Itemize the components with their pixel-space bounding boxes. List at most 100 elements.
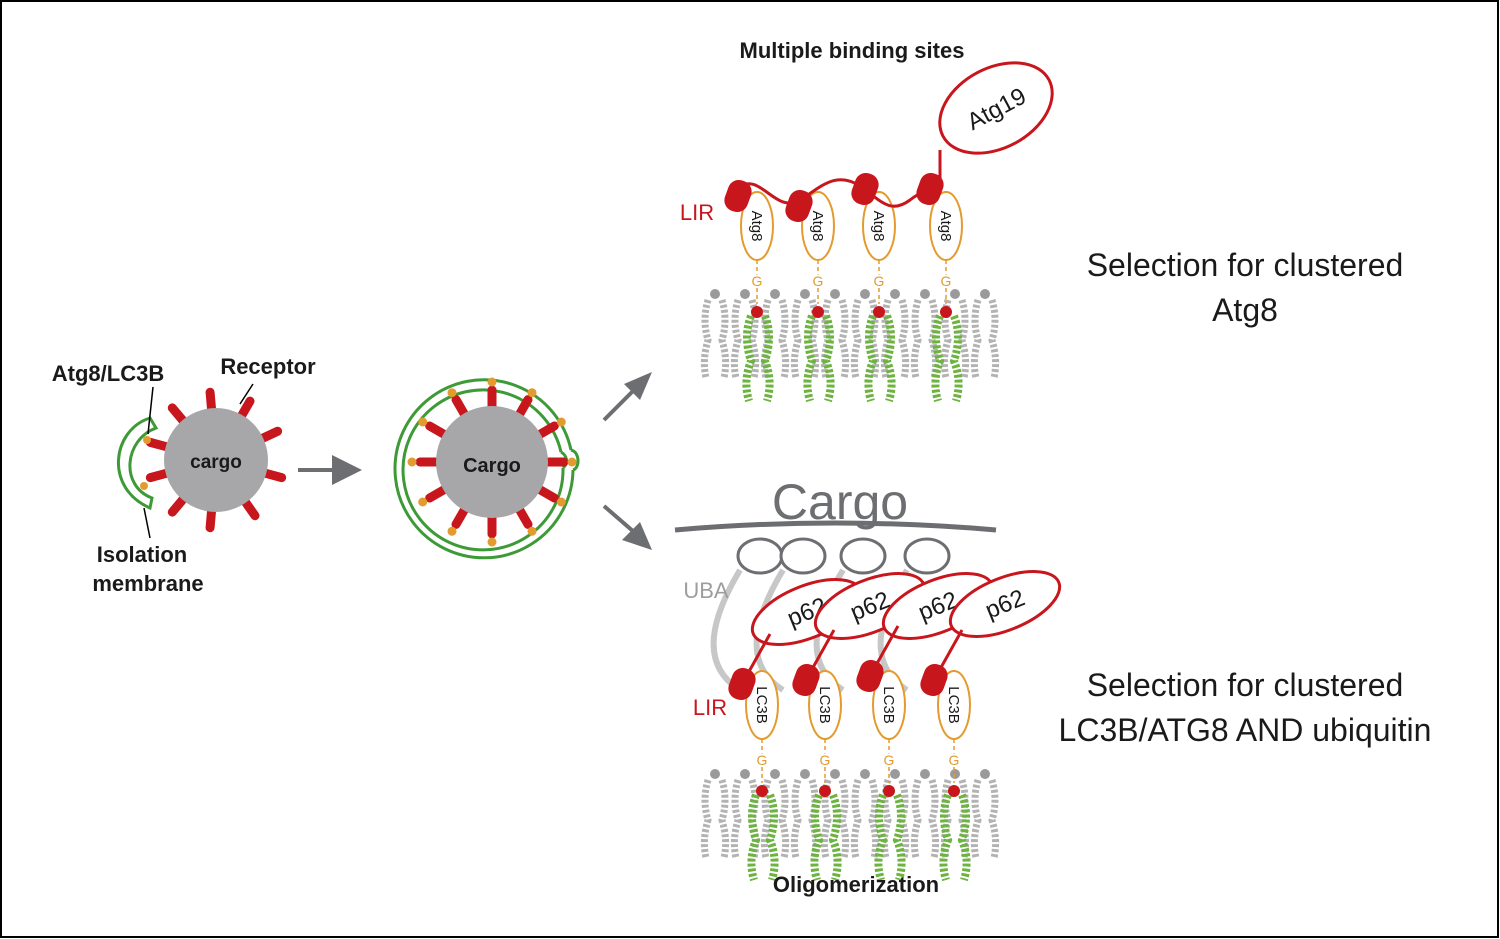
lipid-head bbox=[980, 289, 990, 299]
lipid-head bbox=[890, 769, 900, 779]
lipid-head bbox=[800, 769, 810, 779]
left-receptors bbox=[145, 387, 287, 533]
lipid-head bbox=[710, 289, 720, 299]
left-cargo-label: cargo bbox=[190, 452, 242, 473]
lir-motif bbox=[920, 663, 948, 697]
anchor-lipid bbox=[747, 793, 779, 882]
lir-motif bbox=[724, 179, 752, 213]
atg8-lc3b-label: Atg8/LC3B bbox=[52, 361, 164, 386]
lir-motif bbox=[916, 172, 944, 206]
atg8-oval bbox=[745, 670, 779, 740]
top-panel-title: Multiple binding sites bbox=[740, 38, 965, 63]
receptor-spike bbox=[534, 484, 559, 503]
lipid-tail bbox=[958, 298, 970, 379]
receptor-spike bbox=[256, 426, 283, 444]
lipid-tail bbox=[838, 298, 850, 379]
lipid-tail bbox=[868, 778, 880, 859]
lipid-tail bbox=[850, 778, 862, 859]
atg8-label: Atg8 bbox=[937, 211, 954, 242]
lir-motif bbox=[851, 172, 879, 206]
lipid-tail bbox=[730, 298, 742, 379]
bottom-caption-line1: Selection for clustered bbox=[1087, 667, 1404, 703]
lipid-head bbox=[950, 769, 960, 779]
bottom-caption-line2: LC3B/ATG8 AND ubiquitin bbox=[1059, 712, 1432, 748]
lir-motif bbox=[728, 667, 756, 701]
atg8-label: Atg8 bbox=[809, 211, 826, 242]
anchor-lipid bbox=[864, 314, 896, 403]
g-label: G bbox=[884, 752, 895, 768]
anchor-head bbox=[948, 785, 960, 797]
g-label: G bbox=[874, 273, 885, 289]
uba-label: UBA bbox=[683, 578, 729, 603]
lipid-head bbox=[830, 769, 840, 779]
atg8-dot bbox=[567, 457, 577, 467]
atg8-oval bbox=[929, 191, 963, 261]
anchor-head bbox=[756, 785, 768, 797]
middle-receptors bbox=[407, 377, 577, 547]
lipid-tail bbox=[910, 778, 922, 859]
receptor-spike bbox=[167, 493, 189, 517]
lipid-tail bbox=[778, 298, 790, 379]
left-atg8-dot bbox=[140, 482, 148, 490]
membrane-label: membrane bbox=[92, 571, 203, 596]
lipid-head bbox=[710, 769, 720, 779]
receptor-spike bbox=[451, 504, 470, 529]
lipid-tail bbox=[970, 298, 982, 379]
lipid-tail bbox=[790, 778, 802, 859]
g-label: G bbox=[813, 273, 824, 289]
lipid-tail bbox=[760, 298, 772, 379]
atg19-oval bbox=[938, 61, 1054, 155]
middle-cargo-label: Cargo bbox=[463, 455, 521, 477]
lipid-tail bbox=[988, 298, 1000, 379]
middle-cargo-sphere bbox=[436, 406, 548, 518]
atg8-dot bbox=[487, 537, 497, 547]
arrow-right bbox=[298, 455, 362, 485]
left-isolation-membrane bbox=[116, 416, 159, 511]
receptor-spike bbox=[534, 421, 559, 440]
anchor-lipid bbox=[931, 314, 963, 403]
uba-domain bbox=[903, 537, 951, 575]
anchor-lipid bbox=[742, 314, 774, 403]
anchor-lipid bbox=[810, 793, 842, 882]
atg8-label: LC3B bbox=[945, 686, 962, 724]
anchor-lipid bbox=[874, 793, 906, 882]
middle-autophagosome-group: Cargo bbox=[393, 377, 580, 560]
top-caption-line2: Atg8 bbox=[1212, 292, 1278, 328]
lipid-head bbox=[860, 769, 870, 779]
arrow-up-right bbox=[602, 372, 652, 422]
receptor-spike bbox=[145, 468, 173, 483]
atg8-oval bbox=[937, 670, 971, 740]
receptor-spike bbox=[451, 395, 470, 420]
anchor-lipid bbox=[939, 793, 971, 882]
receptor-spike bbox=[514, 504, 533, 529]
lipid-head bbox=[980, 769, 990, 779]
lipid-tail bbox=[850, 298, 862, 379]
receptor-label: Receptor bbox=[220, 354, 316, 379]
lipid-head bbox=[740, 769, 750, 779]
receptor-spike bbox=[236, 396, 255, 422]
lipid-tail bbox=[718, 298, 730, 379]
bottom-cargo-surface bbox=[674, 520, 997, 533]
atg8-dot bbox=[418, 497, 428, 507]
left-cargo-sphere bbox=[164, 408, 268, 512]
lipid-head bbox=[950, 289, 960, 299]
g-label: G bbox=[757, 752, 768, 768]
lir-motif bbox=[792, 663, 820, 697]
g-label: G bbox=[949, 752, 960, 768]
lipid-head bbox=[890, 289, 900, 299]
atg8-pointer-line bbox=[147, 386, 154, 435]
top-panel: Multiple binding sites GAtg8GAtg8GAtg8GA… bbox=[680, 38, 1403, 403]
receptor-spike bbox=[259, 468, 287, 483]
lipid-head bbox=[800, 289, 810, 299]
lir-motif bbox=[856, 659, 884, 693]
receptor-spike bbox=[514, 395, 533, 420]
uba-domain bbox=[839, 537, 887, 575]
atg8-dot bbox=[527, 526, 537, 536]
lipid-tail bbox=[700, 298, 712, 379]
isolation-pointer-line bbox=[143, 507, 151, 539]
